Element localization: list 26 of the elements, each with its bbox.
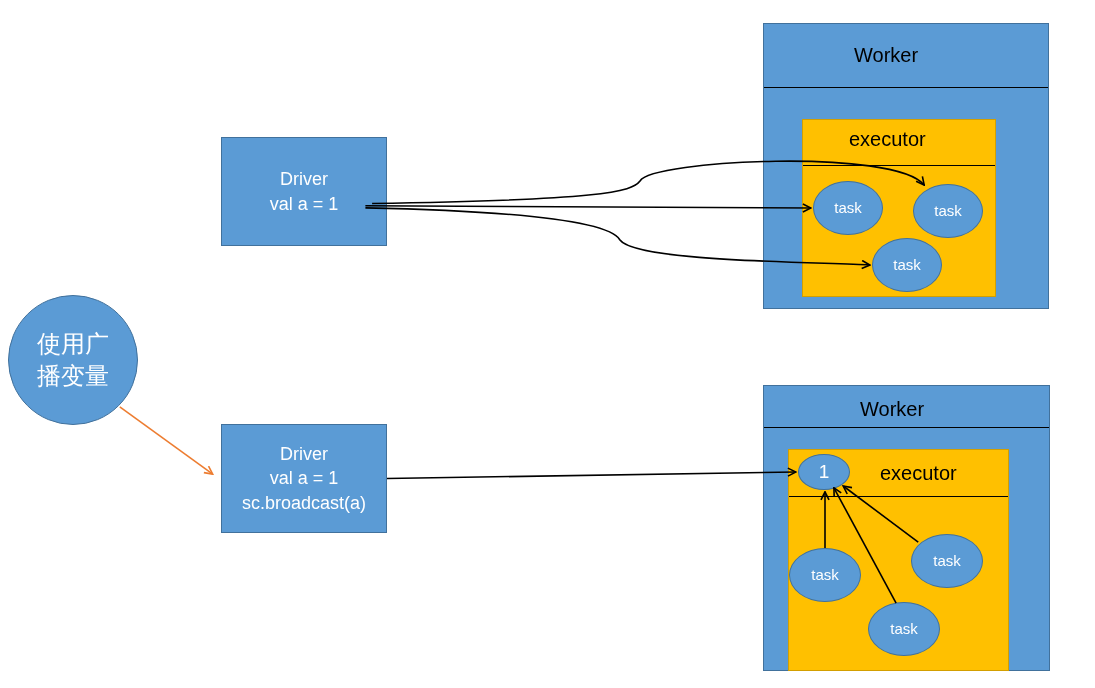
worker-box (763, 23, 1049, 309)
task-ellipse: task (913, 184, 983, 238)
arrow (371, 160, 925, 205)
task-ellipse: task (789, 548, 861, 602)
task-ellipse: task (911, 534, 983, 588)
value-ellipse: 1 (798, 454, 850, 490)
arrow (386, 467, 797, 480)
task-ellipse: task (813, 181, 883, 235)
arrow (364, 203, 812, 213)
arrow (820, 491, 830, 549)
box-title: Worker (854, 44, 919, 67)
executor-box (788, 449, 1009, 671)
arrow (842, 485, 919, 543)
box-title: executor (849, 128, 926, 151)
task-ellipse: task (868, 602, 940, 656)
arrow (364, 207, 871, 270)
box-title: Worker (860, 398, 925, 421)
executor-box (802, 119, 996, 297)
driver-box: Driver val a = 1 (221, 137, 387, 246)
arrow (119, 406, 214, 475)
box-title: executor (880, 462, 957, 485)
task-ellipse: task (872, 238, 942, 292)
topic-circle: 使用广播变量 (8, 295, 138, 425)
driver-box: Driver val a = 1 sc.broadcast(a) (221, 424, 387, 533)
worker-box (763, 385, 1050, 671)
arrow (833, 487, 897, 604)
